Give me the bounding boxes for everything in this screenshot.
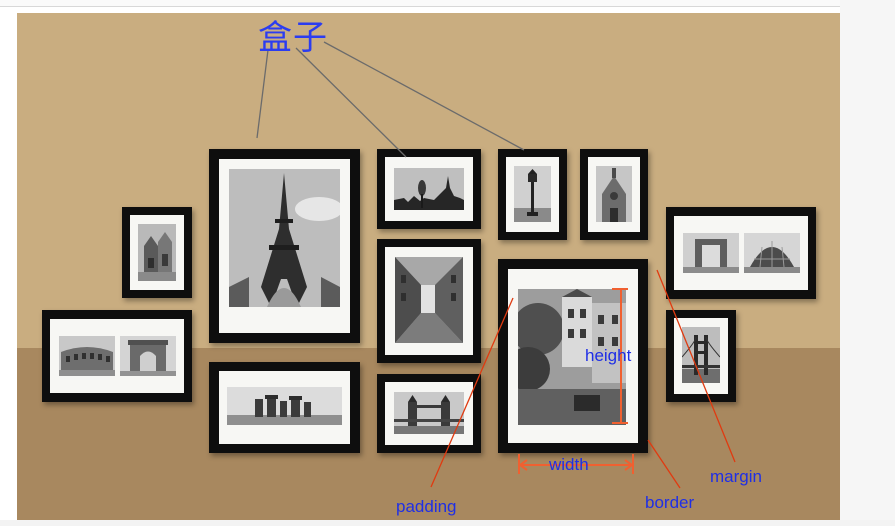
frame-mat	[50, 319, 184, 393]
arch-dome-photos	[683, 233, 800, 273]
frame-mat	[385, 157, 473, 221]
slide-top-edge	[0, 0, 895, 7]
grande-arche-photo	[683, 233, 739, 273]
colosseum-photo	[59, 336, 115, 376]
frame-church	[122, 207, 192, 298]
frame-mat	[674, 216, 808, 290]
frame-mat	[674, 318, 728, 394]
church-photo	[138, 224, 176, 281]
dome-photo	[744, 233, 800, 273]
frame-mat	[385, 382, 473, 445]
frame-colosseum-arch	[42, 310, 192, 402]
frame-alley	[377, 239, 481, 363]
big-ben-photo	[394, 168, 464, 210]
height-label: height	[585, 346, 632, 365]
frame-old-town	[498, 259, 648, 453]
tower-bridge-photo	[394, 392, 464, 434]
diagram-title: 盒子	[258, 18, 328, 58]
frame-cathedral	[580, 149, 648, 240]
arc-de-triomphe-photo	[120, 336, 176, 376]
frame-mat	[508, 269, 638, 443]
margin-label: margin	[710, 467, 762, 486]
frame-street-lamp	[498, 149, 567, 240]
street-lamp-photo	[514, 166, 551, 222]
slide-bottom-edge	[0, 520, 895, 526]
frame-golden-gate	[666, 310, 736, 402]
frame-mat	[385, 247, 473, 355]
frame-arch-dome	[666, 207, 816, 299]
padding-label: padding	[396, 497, 457, 516]
border-label: border	[645, 493, 695, 512]
cathedral-photo	[596, 166, 632, 222]
colosseum-arch-photos	[59, 336, 176, 376]
frame-tower-bridge	[377, 374, 481, 453]
frame-big-ben	[377, 149, 481, 229]
frame-mat	[588, 157, 640, 232]
frame-mat	[506, 157, 559, 232]
frame-eiffel-tower	[209, 149, 360, 343]
alley-photo	[395, 257, 463, 343]
width-label: width	[549, 455, 589, 474]
frame-mat	[130, 215, 184, 290]
stonehenge-photo	[227, 387, 342, 425]
golden-gate-photo	[682, 327, 720, 383]
frame-stonehenge	[209, 362, 360, 453]
frame-mat	[219, 159, 350, 333]
old-town-photo	[518, 289, 626, 425]
slide-right-margin	[840, 0, 895, 526]
frame-mat	[219, 371, 350, 444]
eiffel-tower-photo	[229, 169, 340, 307]
